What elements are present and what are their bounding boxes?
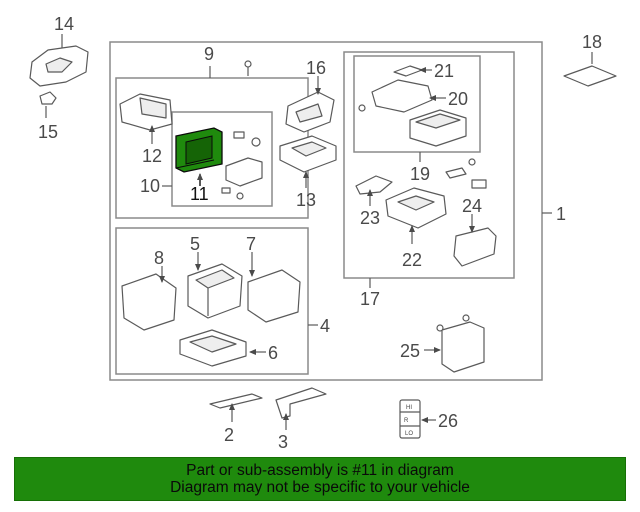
footer-banner: Part or sub-assembly is #11 in diagram D… [14, 457, 626, 501]
callout-15[interactable]: 15 [38, 122, 58, 142]
switch-label-mid: R [404, 418, 409, 424]
part-16-bracket[interactable] [285, 91, 335, 133]
callout-20[interactable]: 20 [448, 89, 468, 109]
part-19-armrest[interactable] [409, 109, 467, 147]
part-20-lid[interactable] [358, 79, 433, 113]
callout-5[interactable]: 5 [190, 234, 200, 254]
part-22-box[interactable] [385, 187, 447, 229]
part-12-duct[interactable] [119, 93, 173, 131]
callout-2[interactable]: 2 [224, 425, 234, 445]
callout-11[interactable]: 11 [190, 184, 209, 204]
part-18-mat[interactable] [563, 65, 617, 87]
callout-12[interactable]: 12 [142, 146, 162, 166]
callout-19[interactable]: 19 [410, 164, 430, 184]
part-7-side-cover[interactable] [247, 269, 301, 323]
part-23-latch[interactable] [355, 175, 393, 195]
callout-25[interactable]: 25 [400, 341, 420, 361]
footer-line-2: Diagram may not be specific to your vehi… [170, 479, 470, 496]
callout-18[interactable]: 18 [582, 32, 602, 52]
callout-17[interactable]: 17 [360, 289, 380, 309]
part-13-tray[interactable] [279, 135, 337, 173]
callout-7[interactable]: 7 [246, 234, 256, 254]
part-25-panel[interactable] [436, 314, 485, 373]
switch-label-hi: HI [406, 405, 412, 411]
callout-10[interactable]: 10 [140, 176, 160, 196]
bolt-icon [244, 60, 252, 76]
callout-23[interactable]: 23 [360, 208, 380, 228]
part-24-clips[interactable] [445, 158, 487, 189]
part-10-fasteners[interactable] [221, 131, 263, 200]
assembly-box-19 [353, 55, 481, 153]
callout-9[interactable]: 9 [204, 44, 214, 64]
callout-1[interactable]: 1 [556, 204, 566, 224]
assembly-box-10 [171, 111, 273, 207]
part-6-tray[interactable] [179, 329, 247, 367]
callout-16[interactable]: 16 [306, 58, 326, 78]
part-24-panel[interactable] [453, 227, 497, 267]
callout-24[interactable]: 24 [462, 196, 482, 216]
assembly-box-1 [109, 41, 543, 381]
callout-21[interactable]: 21 [434, 61, 454, 81]
part-14-end-cap[interactable] [29, 45, 89, 87]
callout-4[interactable]: 4 [320, 316, 330, 336]
callout-8[interactable]: 8 [154, 248, 164, 268]
part-21-plate[interactable] [393, 65, 423, 77]
callout-13[interactable]: 13 [296, 190, 316, 210]
callout-26[interactable]: 26 [438, 411, 458, 431]
parts-diagram: 1 9 10 4 17 19 14 15 18 12 [29, 14, 617, 452]
part-5-housing[interactable] [187, 263, 243, 319]
part-2-rod[interactable] [209, 393, 263, 409]
callout-6[interactable]: 6 [268, 343, 278, 363]
callout-22[interactable]: 22 [402, 250, 422, 270]
part-8-side-cover[interactable] [121, 273, 177, 331]
callout-14[interactable]: 14 [54, 14, 74, 34]
assembly-box-17 [343, 51, 515, 279]
part-3-bracket[interactable] [275, 387, 327, 419]
switch-label-lo: LO [405, 431, 413, 437]
callout-3[interactable]: 3 [278, 432, 288, 452]
footer-line-1: Part or sub-assembly is #11 in diagram [186, 462, 454, 479]
part-26-switch[interactable]: HI R LO [399, 399, 421, 439]
assembly-box-4 [115, 227, 309, 375]
part-11-highlighted[interactable] [175, 127, 223, 173]
part-15-clip[interactable] [39, 91, 57, 105]
